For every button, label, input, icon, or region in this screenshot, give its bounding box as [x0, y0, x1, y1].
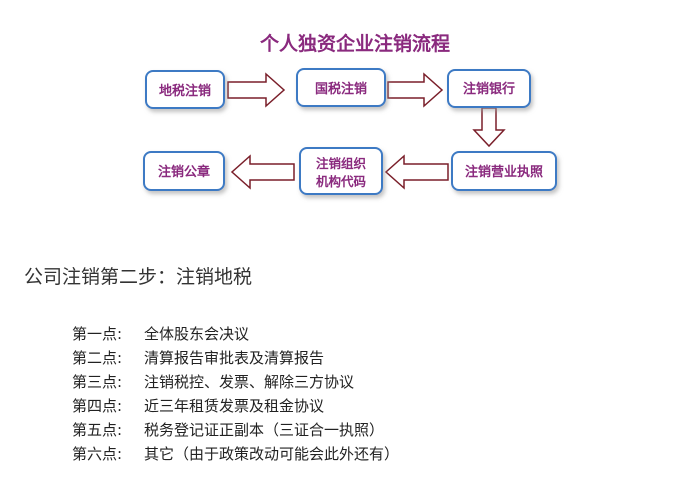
- step-item: 第四点: 近三年租赁发票及租金协议: [72, 394, 399, 418]
- arrow-n5-n6: [230, 154, 295, 190]
- svg-text:注销公章: 注销公章: [158, 164, 210, 180]
- node-n4: 注销营业执照: [451, 151, 557, 191]
- node-n6: 注销公章: [143, 151, 225, 191]
- arrow-n3-n4: [472, 107, 506, 148]
- node-n1: 地税注销: [145, 70, 225, 109]
- node-box: [296, 68, 386, 107]
- node-n2: 国税注销: [296, 68, 386, 107]
- svg-text:地税注销: 地税注销: [159, 83, 211, 99]
- svg-text:机构代码: 机构代码: [316, 174, 366, 189]
- node-box: [451, 151, 557, 191]
- step-text: 注销税控、发票、解除三方协议: [144, 373, 355, 391]
- step-number: 第二点:: [72, 349, 123, 367]
- step-text: 其它（由于政策改动可能会此外还有）: [144, 445, 400, 463]
- step-item: 第二点: 清算报告审批表及清算报告: [72, 346, 399, 370]
- svg-text:注销营业执照: 注销营业执照: [465, 164, 543, 180]
- svg-text:国税注销: 国税注销: [315, 81, 367, 97]
- step-item: 第五点: 税务登记证正副本（三证合一执照）: [72, 418, 399, 442]
- step-list: 第一点: 全体股东会决议 第二点: 清算报告审批表及清算报告 第三点: 注销税控、发票…: [72, 322, 399, 466]
- node-label-line: 注销营业执照: [465, 164, 543, 180]
- step-item: 第六点: 其它（由于政策改动可能会此外还有）: [72, 442, 399, 466]
- section-heading: 公司注销第二步：注销地税: [24, 266, 253, 288]
- node-box: [145, 70, 225, 109]
- arrow-n2-n3: [387, 72, 444, 108]
- node-label-line: 国税注销: [315, 81, 367, 97]
- flow-arrows: [227, 72, 506, 190]
- step-item: 第一点: 全体股东会决议: [72, 322, 399, 346]
- step-text: 全体股东会决议: [144, 325, 250, 343]
- node-label-line: 注销银行: [463, 81, 515, 97]
- node-box: [447, 69, 531, 108]
- arrow-n4-n5: [384, 154, 449, 190]
- node-n3: 注销银行: [447, 69, 531, 108]
- node-box: [143, 151, 225, 191]
- flowchart: 个人独资企业注销流程 地税注销 国税注销 注销银行 注销营业执照 注: [143, 32, 557, 195]
- step-text: 近三年租赁发票及租金协议: [144, 397, 325, 415]
- step-text: 清算报告审批表及清算报告: [144, 349, 325, 367]
- step-text: 税务登记证正副本（三证合一执照）: [144, 421, 385, 439]
- arrow-n1-n2: [227, 72, 286, 108]
- step-number: 第六点:: [72, 445, 123, 463]
- step-item: 第三点: 注销税控、发票、解除三方协议: [72, 370, 399, 394]
- step-number: 第一点:: [72, 325, 123, 343]
- node-label-line: 机构代码: [316, 174, 366, 189]
- node-label-line: 注销公章: [158, 164, 210, 180]
- svg-text:注销组织: 注销组织: [316, 156, 367, 171]
- step-number: 第四点:: [72, 397, 123, 415]
- step-number: 第三点:: [72, 373, 123, 391]
- step-number: 第五点:: [72, 421, 123, 439]
- node-label-line: 地税注销: [159, 83, 211, 99]
- diagram-title: 个人独资企业注销流程: [259, 32, 450, 55]
- svg-text:注销银行: 注销银行: [463, 81, 515, 97]
- node-box: [299, 147, 383, 195]
- node-n5: 注销组织 机构代码: [299, 147, 383, 195]
- node-label-line: 注销组织: [316, 156, 367, 171]
